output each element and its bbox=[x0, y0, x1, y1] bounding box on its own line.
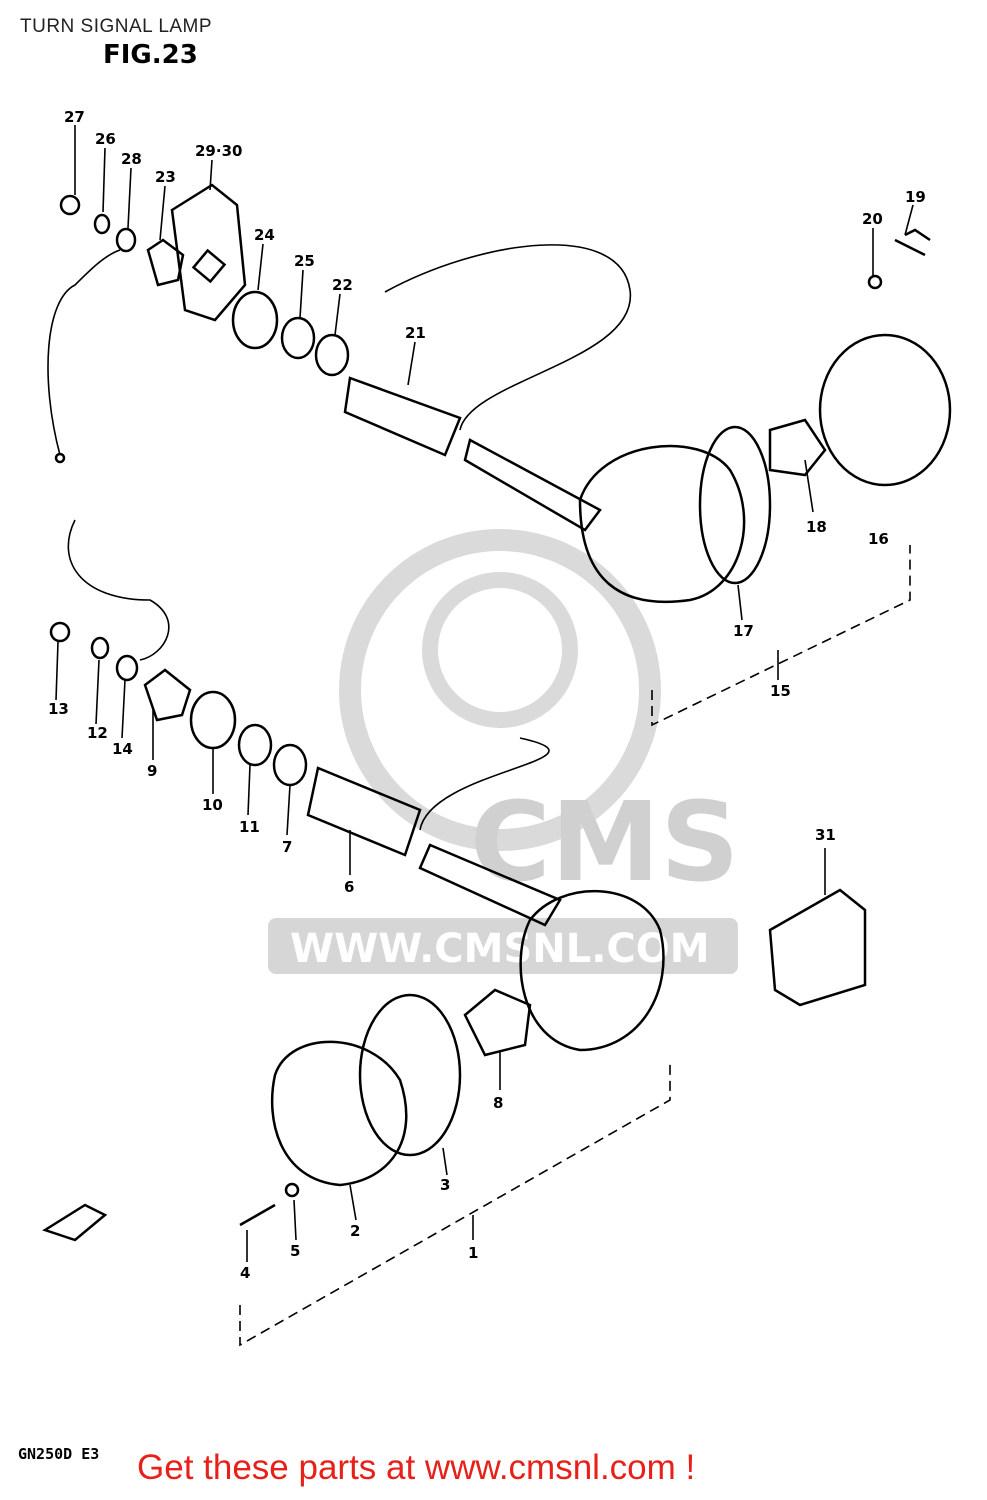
label-2: 2 bbox=[350, 1222, 360, 1240]
part-20-washer bbox=[867, 274, 883, 290]
label-29-30: 29·30 bbox=[195, 142, 242, 160]
part-16-lens bbox=[818, 333, 952, 487]
watermark-banner bbox=[268, 918, 738, 974]
label-28: 28 bbox=[121, 150, 142, 168]
label-15: 15 bbox=[770, 682, 791, 700]
bracket-1 bbox=[239, 1060, 671, 1347]
label-20: 20 bbox=[862, 210, 883, 228]
wire-terminal-left bbox=[54, 452, 66, 464]
wire-upper bbox=[384, 244, 631, 431]
label-14: 14 bbox=[112, 740, 133, 758]
leader-lines bbox=[55, 125, 914, 1262]
stem-rod-lower bbox=[418, 843, 562, 927]
part-5-washer bbox=[284, 1182, 300, 1198]
part-4-screw bbox=[239, 1203, 276, 1227]
part-10-grommet bbox=[189, 690, 237, 750]
label-13: 13 bbox=[48, 700, 69, 718]
label-9: 9 bbox=[147, 762, 157, 780]
label-26: 26 bbox=[95, 130, 116, 148]
label-16: 16 bbox=[868, 530, 889, 548]
label-6: 6 bbox=[344, 878, 354, 896]
part-26-washer bbox=[93, 213, 111, 235]
label-24: 24 bbox=[254, 226, 275, 244]
part-9-terminal bbox=[143, 668, 192, 722]
label-1: 1 bbox=[468, 1244, 478, 1262]
label-3: 3 bbox=[440, 1176, 450, 1194]
part-13-nut bbox=[49, 621, 71, 643]
part-14-washer bbox=[115, 654, 139, 682]
part-31-relay bbox=[768, 888, 867, 1007]
label-7: 7 bbox=[282, 838, 292, 856]
page-title: TURN SIGNAL LAMP bbox=[20, 16, 213, 37]
figure-number: FIG.23 bbox=[103, 40, 198, 70]
part-2-lens bbox=[270, 1040, 408, 1187]
part-labels: 27 26 28 23 29·30 24 25 22 21 20 19 18 1… bbox=[48, 108, 926, 1282]
part-22-lockwasher bbox=[314, 333, 350, 377]
part-11-washer bbox=[237, 723, 273, 767]
wire-lower bbox=[419, 737, 550, 831]
part-27-nut bbox=[59, 194, 81, 216]
lower-housing bbox=[519, 890, 665, 1052]
watermark-logo-ring bbox=[339, 529, 661, 851]
label-5: 5 bbox=[290, 1242, 300, 1260]
part-28-washer bbox=[115, 227, 137, 253]
label-8: 8 bbox=[493, 1094, 503, 1112]
part-25-washer bbox=[280, 316, 316, 360]
cta-link[interactable]: Get these parts at www.cmsnl.com ! bbox=[137, 1448, 696, 1487]
part-19-screw bbox=[894, 228, 931, 257]
label-25: 25 bbox=[294, 252, 315, 270]
stem-rod-upper bbox=[463, 438, 602, 532]
part-7-lockwasher bbox=[272, 743, 308, 787]
watermark: CMS WWW.CMSNL.COM bbox=[268, 529, 739, 974]
label-27: 27 bbox=[64, 108, 85, 126]
upper-lamp-assembly bbox=[47, 183, 952, 604]
label-23: 23 bbox=[155, 168, 176, 186]
label-21: 21 bbox=[405, 324, 426, 342]
part-29-30-bracket bbox=[170, 183, 247, 322]
bracket-slot bbox=[191, 248, 227, 284]
label-22: 22 bbox=[332, 276, 353, 294]
label-17: 17 bbox=[733, 622, 754, 640]
lower-lamp-assembly bbox=[42, 519, 867, 1242]
watermark-url: WWW.CMSNL.COM bbox=[290, 926, 710, 972]
part-17-housing bbox=[578, 444, 746, 604]
label-19: 19 bbox=[905, 188, 926, 206]
wire-left-lower bbox=[67, 519, 170, 661]
part-12-washer bbox=[90, 636, 110, 660]
bracket-15 bbox=[651, 545, 911, 727]
part-6-stem bbox=[306, 766, 422, 857]
part-21-stem bbox=[343, 376, 462, 457]
part-3-gasket bbox=[358, 993, 462, 1157]
watermark-logo-face bbox=[422, 572, 578, 728]
wire-left-upper bbox=[47, 249, 121, 456]
part-8-bulb bbox=[463, 988, 532, 1057]
label-4: 4 bbox=[240, 1264, 250, 1282]
part-17-gasket bbox=[698, 425, 772, 585]
label-12: 12 bbox=[87, 724, 108, 742]
label-10: 10 bbox=[202, 796, 223, 814]
part-24-grommet bbox=[231, 290, 279, 350]
model-code: GN250D E3 bbox=[18, 1445, 100, 1463]
label-31: 31 bbox=[815, 826, 836, 844]
watermark-logo-text: CMS bbox=[470, 778, 739, 906]
front-arrow-icon bbox=[42, 1203, 108, 1242]
label-18: 18 bbox=[806, 518, 827, 536]
part-18-bulb bbox=[768, 418, 827, 477]
label-11: 11 bbox=[239, 818, 260, 836]
